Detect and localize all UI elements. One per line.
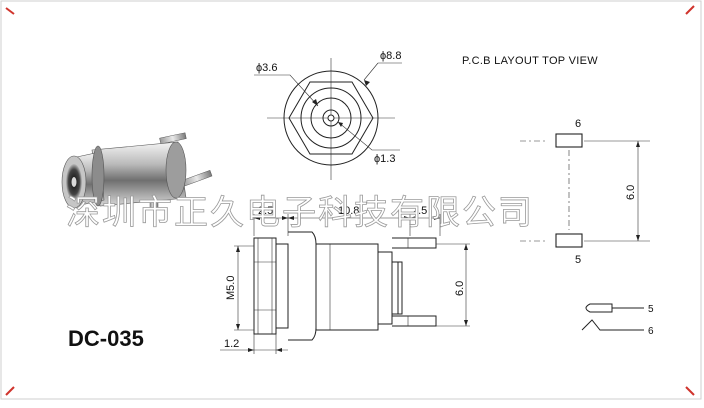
pad-bottom-label: 5: [575, 254, 581, 266]
pin-5-label: 5: [648, 304, 654, 315]
schematic-symbol: [581, 303, 644, 331]
pcb-layout-title: P.C.B LAYOUT TOP VIEW: [462, 55, 598, 67]
dim-2-5-right: 2.5: [412, 205, 427, 217]
pcb-layout: [520, 133, 650, 248]
dim-phi-3-6: ϕ3.6: [256, 62, 277, 74]
dim-6-0-side: 6.0: [454, 281, 466, 296]
dim-phi-1-3: ϕ1.3: [374, 153, 395, 165]
dim-m5: M5.0: [225, 276, 237, 300]
pin-6-label: 6: [648, 326, 654, 337]
pcb-dim-6-0: 6.0: [625, 185, 637, 200]
top-view: [254, 58, 402, 180]
dim-2-5-left: 2.5: [258, 205, 273, 217]
pad-top-label: 6: [575, 118, 581, 130]
model-label: DC-035: [68, 326, 144, 351]
corner-marks: [5, 5, 695, 396]
product-photo: [61, 132, 213, 209]
dim-10-8: 10.8: [338, 205, 359, 217]
dim-1-2: 1.2: [224, 338, 239, 350]
company-watermark: 深圳市正久电子科技有限公司: [66, 193, 534, 233]
side-view: [220, 214, 470, 354]
dim-phi-8-8: ϕ8.8: [380, 50, 401, 62]
